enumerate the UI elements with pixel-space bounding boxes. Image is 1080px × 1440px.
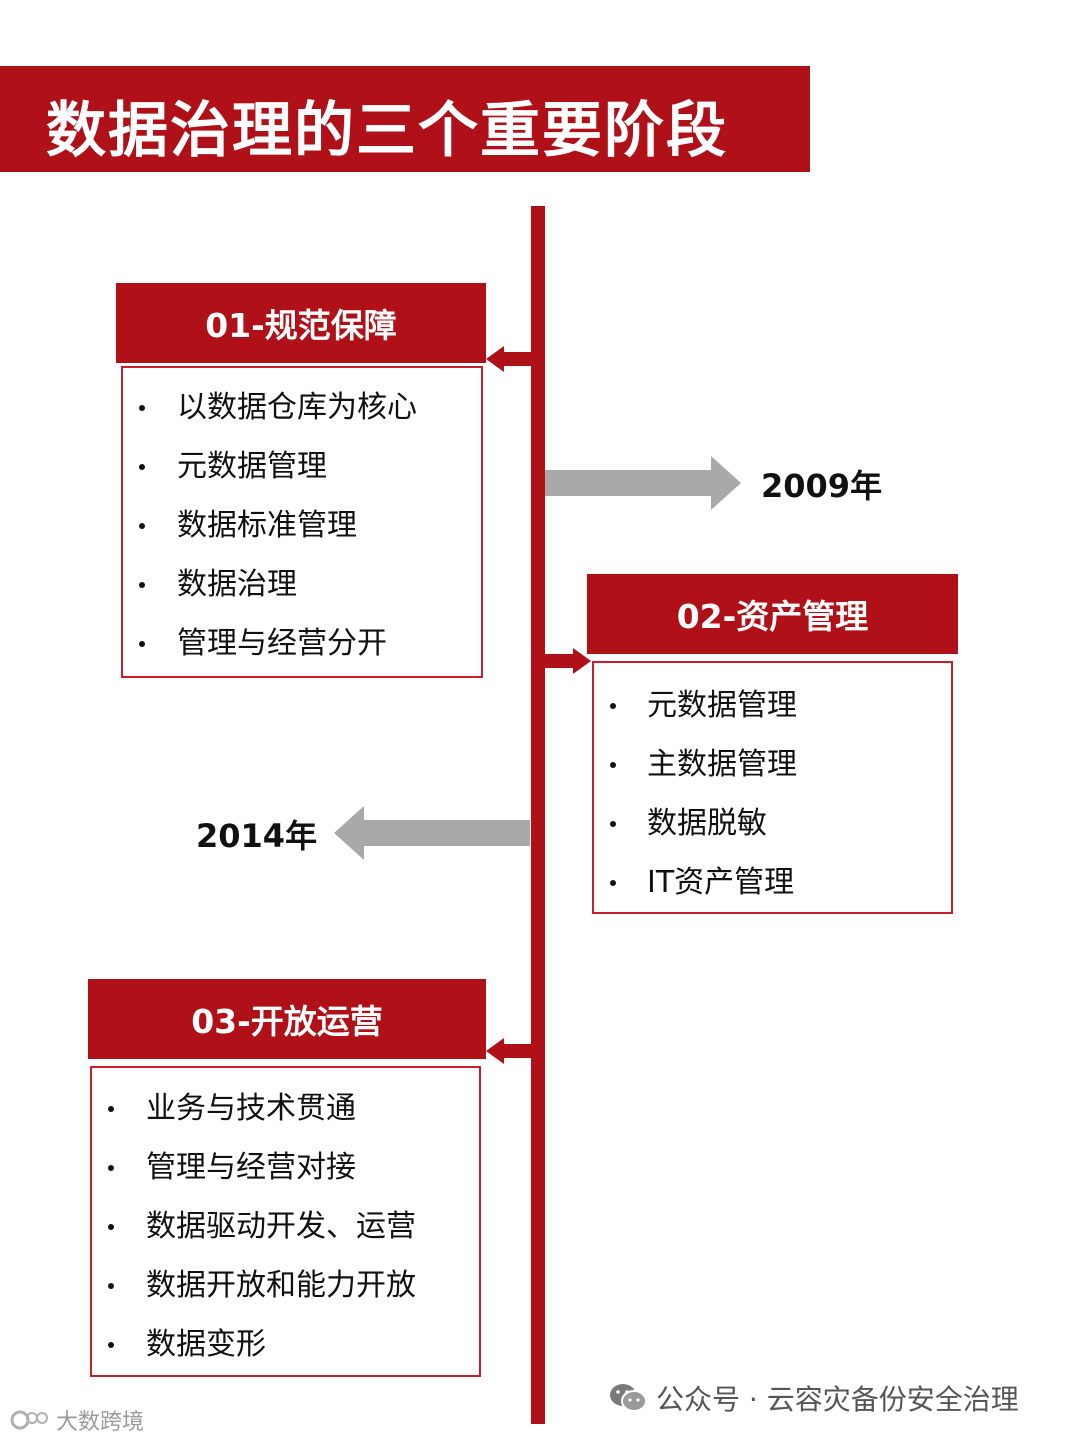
stage-box-1: 以数据仓库为核心 元数据管理 数据标准管理 数据治理 管理与经营分开 (121, 366, 483, 678)
timeline-axis (531, 206, 545, 1424)
wechat-icon (610, 1384, 647, 1412)
stage-box-3: 业务与技术贯通 管理与经营对接 数据驱动开发、运营 数据开放和能力开放 数据变形 (90, 1066, 481, 1377)
bullet-dot (139, 582, 145, 588)
stage-header-3: 03-开放运营 (88, 979, 486, 1059)
bullet-dot (108, 1165, 114, 1171)
bullet-dot (610, 821, 616, 827)
stage-header-2: 02-资产管理 (587, 574, 958, 654)
bullet-dot (610, 762, 616, 768)
bullet-dot (139, 405, 145, 411)
year-label-2009: 2009年 (761, 467, 883, 505)
list-item-label: 数据脱敏 (647, 806, 767, 841)
bullet-dot (108, 1342, 114, 1348)
list-item-label: 元数据管理 (177, 449, 327, 484)
list-item-label: 数据标准管理 (177, 508, 357, 543)
list-item-label: 管理与经营对接 (146, 1150, 356, 1185)
connector-arrow-stage2 (545, 648, 591, 674)
list-item-label: IT资产管理 (647, 865, 795, 900)
watermark-text: 大数跨境 (56, 1410, 145, 1435)
bullet-dot (108, 1283, 114, 1289)
list-item-label: 元数据管理 (647, 688, 797, 723)
bullet-dot (139, 523, 145, 529)
connector-arrow-stage3 (486, 1038, 532, 1064)
bullet-dot (108, 1224, 114, 1230)
page-title: 数据治理的三个重要阶段 (46, 96, 728, 166)
list-item-label: 数据治理 (177, 567, 297, 602)
bullet-dot (108, 1106, 114, 1112)
watermark: 大数跨境 (10, 1404, 144, 1436)
bullet-dot (139, 464, 145, 470)
year-label-2014: 2014年 (196, 817, 318, 855)
bullet-dot (610, 703, 616, 709)
list-item-label: 主数据管理 (647, 747, 797, 782)
year-arrow-2014 (334, 806, 530, 860)
wechat-account-label: 公众号 · 云容灾备份安全治理 (656, 1383, 1019, 1416)
list-item-label: 数据变形 (146, 1327, 266, 1362)
list-item-label: 业务与技术贯通 (146, 1091, 356, 1126)
stage-header-1: 01-规范保障 (116, 283, 486, 363)
year-arrow-2009 (545, 456, 741, 510)
title-banner (0, 66, 810, 172)
watermark-logo-icon (10, 1410, 48, 1430)
list-item-label: 管理与经营分开 (177, 626, 387, 661)
stage-box-2: 元数据管理 主数据管理 数据脱敏 IT资产管理 (592, 661, 953, 914)
bullet-dot (610, 880, 616, 886)
connector-arrow-stage1 (486, 346, 532, 372)
bullet-dot (139, 641, 145, 647)
list-item-label: 数据驱动开发、运营 (146, 1209, 416, 1244)
wechat-footer: 公众号 · 云容灾备份安全治理 (608, 1378, 1019, 1418)
list-item-label: 数据开放和能力开放 (146, 1268, 416, 1303)
list-item-label: 以数据仓库为核心 (177, 390, 417, 425)
